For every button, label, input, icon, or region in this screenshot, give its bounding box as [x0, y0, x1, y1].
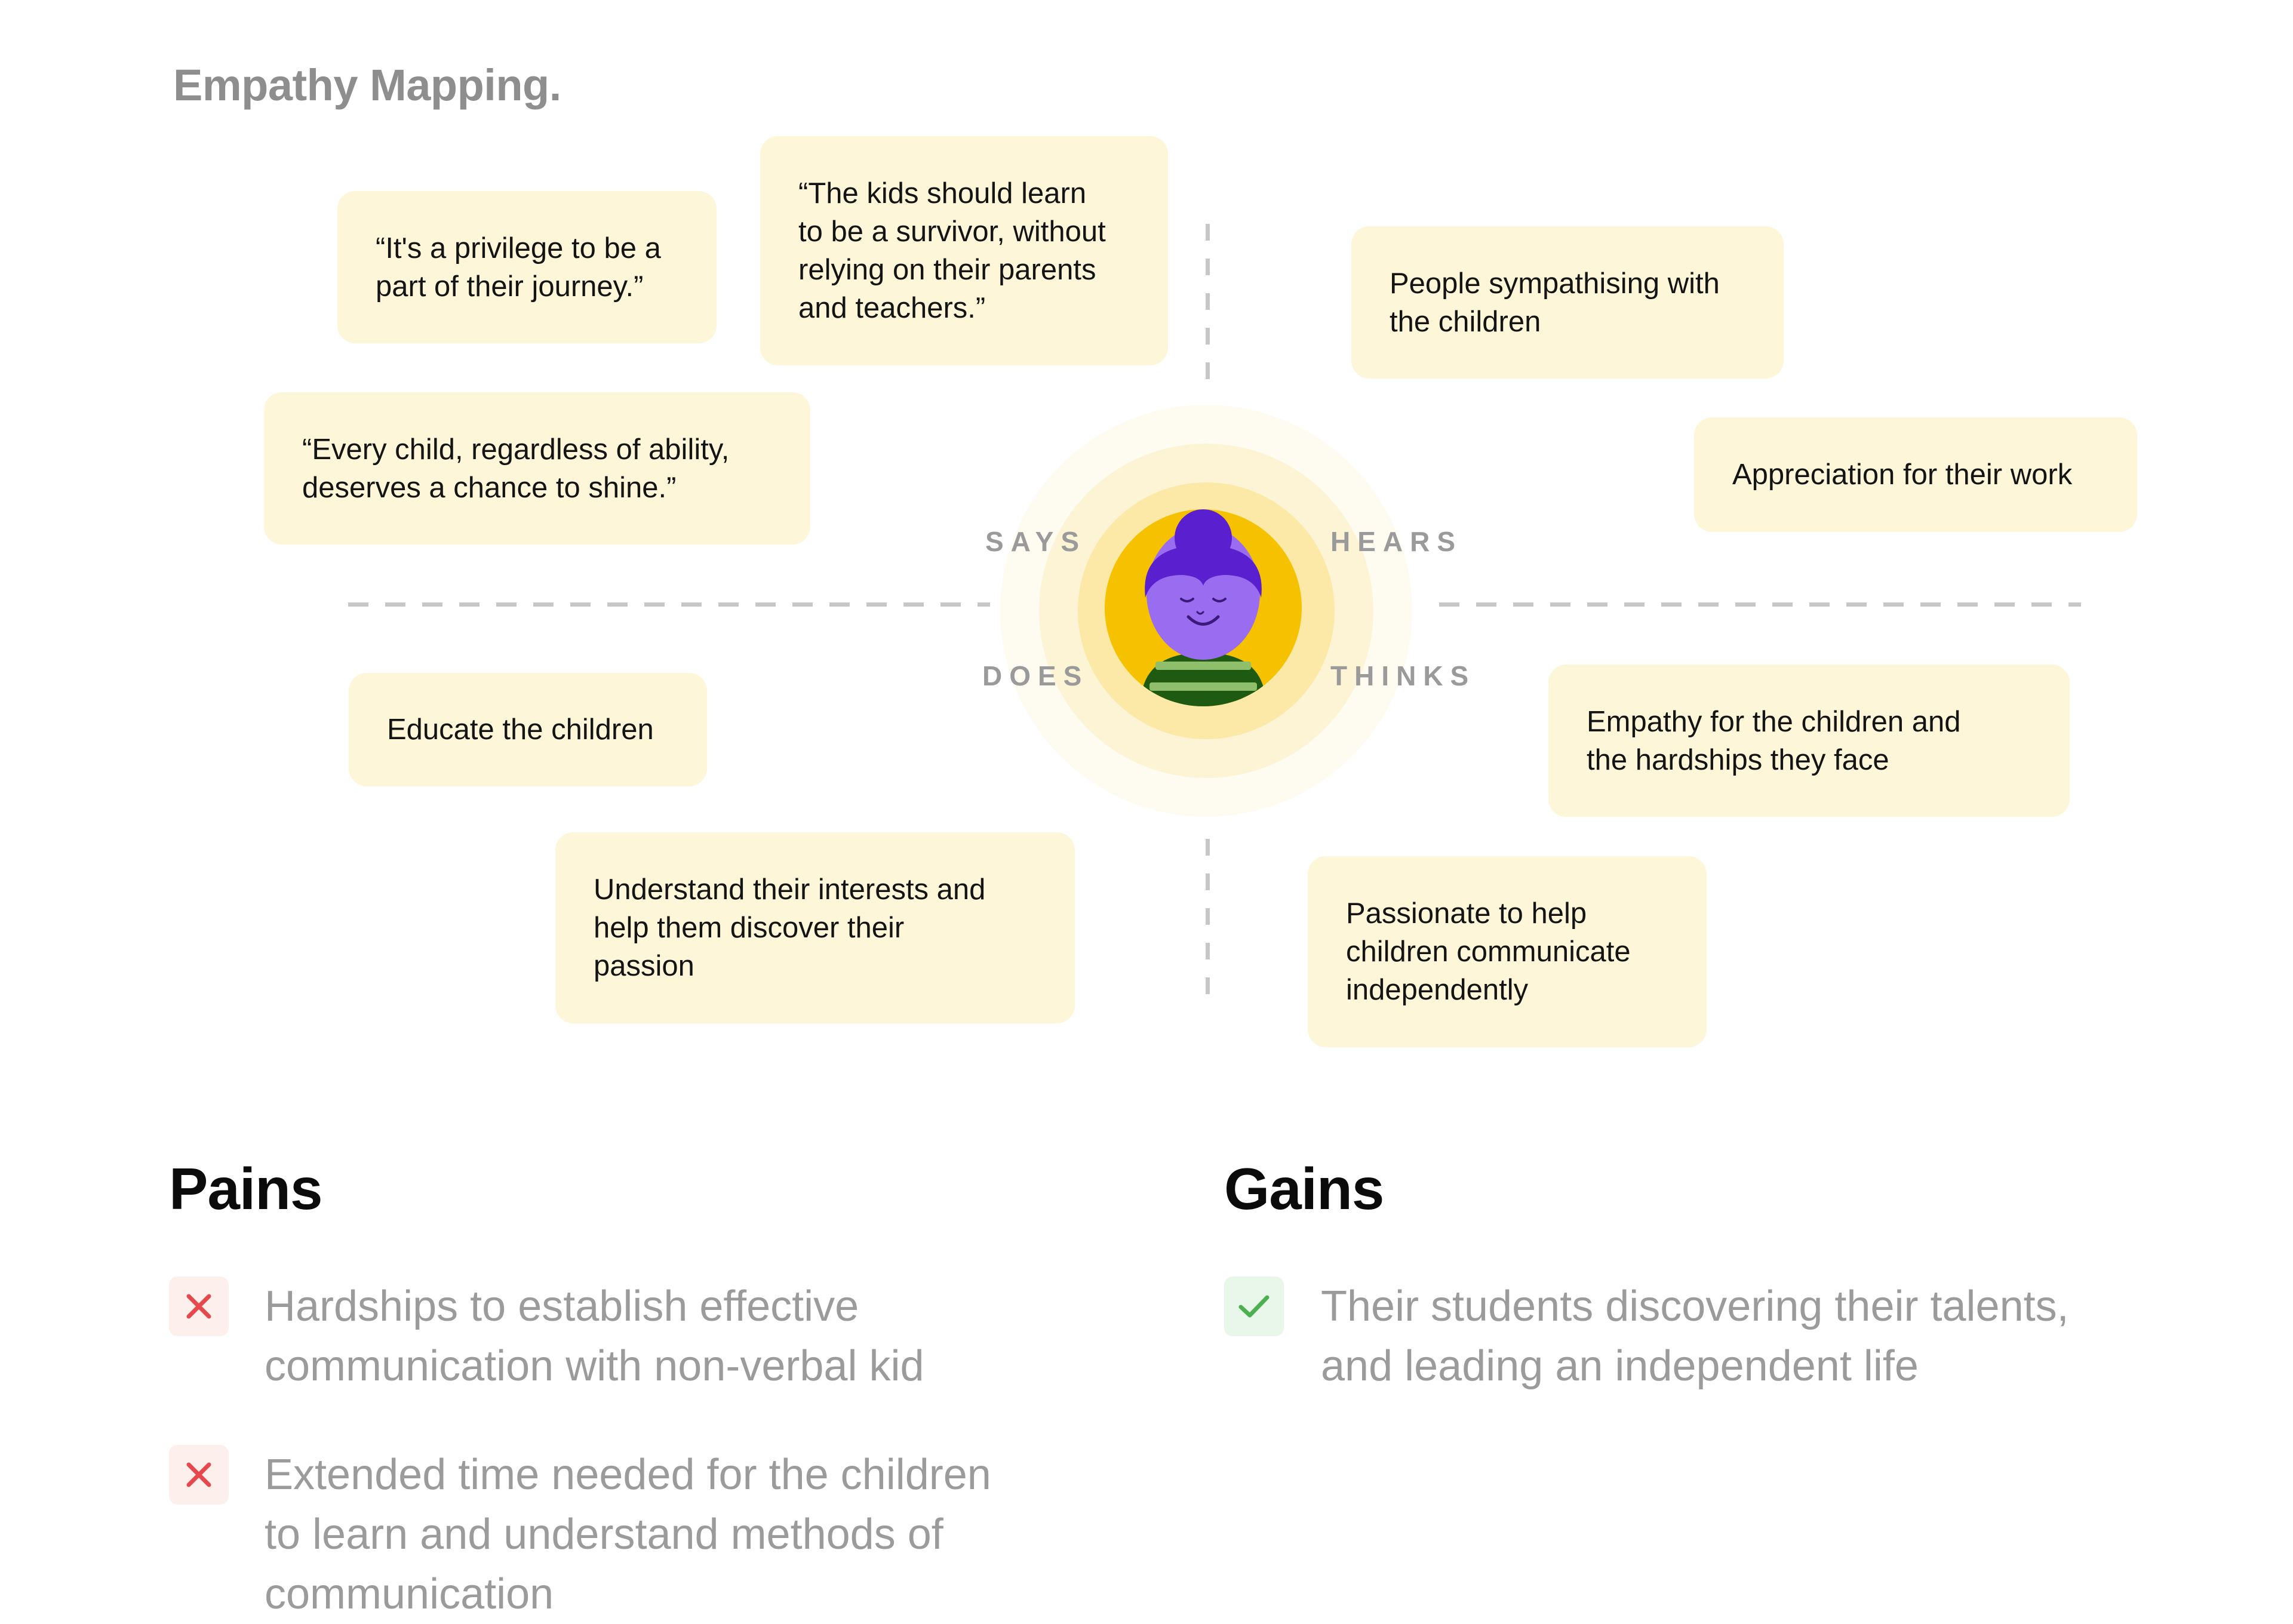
note-text: Educate the children: [387, 713, 654, 746]
gains-title: Gains: [1224, 1156, 1384, 1222]
says-note: “It's a privilege to be a part of their …: [337, 191, 717, 343]
note-text: “It's a privilege to be a part of their …: [376, 232, 661, 303]
vertical-axis-top: [1206, 224, 1210, 379]
thinks-note: Passionate to help children communicate …: [1308, 856, 1707, 1047]
cross-icon: [186, 1294, 211, 1319]
quadrant-label-hears: HEARS: [1330, 526, 1463, 557]
hears-note: Appreciation for their work: [1694, 417, 2137, 532]
says-note: “The kids should learn to be a survivor,…: [760, 136, 1168, 365]
pain-item: Hardships to establish effective communi…: [265, 1282, 924, 1390]
quadrant-label-does: DOES: [982, 660, 1089, 691]
pain-marker: [169, 1445, 229, 1505]
says-note: “Every child, regardless of ability, des…: [264, 392, 810, 545]
pain-marker: [169, 1277, 229, 1336]
horizontal-axis-right: [1439, 602, 2081, 607]
page-title: Empathy Mapping.: [173, 60, 561, 110]
note-text: “Every child, regardless of ability, des…: [302, 433, 730, 504]
note-text: Passionate to help children communicate …: [1346, 897, 1631, 1006]
vertical-axis-bottom: [1206, 839, 1210, 994]
note-text: Empathy for the children and the hardshi…: [1587, 705, 1961, 776]
pains-title: Pains: [169, 1156, 322, 1222]
hears-note: People sympathising with the children: [1351, 226, 1784, 379]
note-text: “The kids should learn to be a survivor,…: [798, 177, 1106, 324]
note-text: Appreciation for their work: [1732, 459, 2073, 491]
pain-item: Extended time needed for the children to…: [265, 1451, 991, 1618]
does-note: Understand their interests and help them…: [555, 832, 1075, 1023]
gain-marker: [1224, 1277, 1284, 1336]
horizontal-axis-left: [348, 602, 990, 607]
thinks-note: Empathy for the children and the hardshi…: [1548, 665, 2070, 817]
note-text: People sympathising with the children: [1390, 267, 1720, 338]
quadrant-label-thinks: THINKS: [1330, 660, 1476, 691]
quadrant-label-says: SAYS: [985, 526, 1087, 557]
cross-icon: [186, 1462, 211, 1487]
check-icon: [1238, 1295, 1270, 1318]
note-text: Understand their interests and help them…: [594, 873, 986, 982]
gain-item: Their students discovering their talents…: [1321, 1282, 2069, 1390]
person-avatar: [1105, 509, 1302, 706]
does-note: Educate the children: [349, 673, 707, 786]
